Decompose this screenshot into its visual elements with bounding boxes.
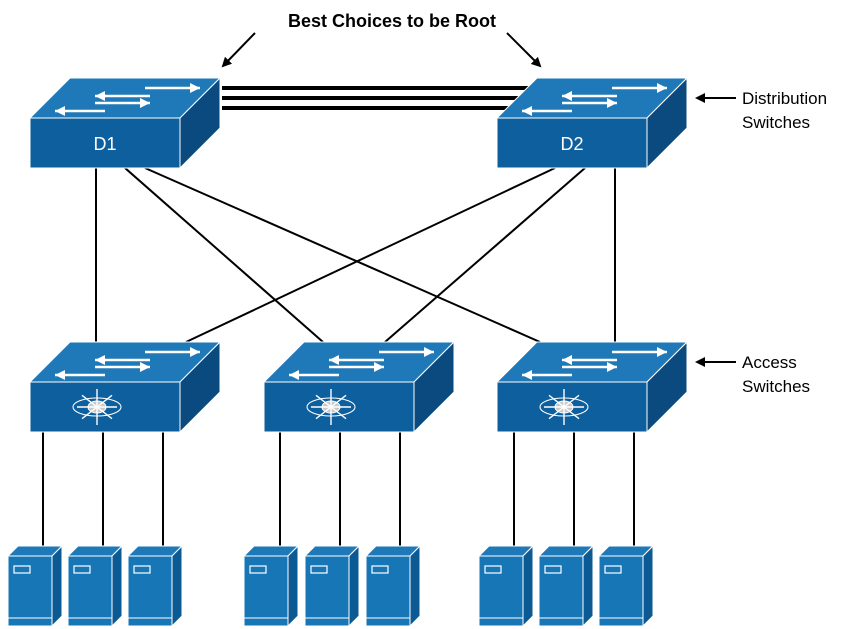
distribution-switch-d2[interactable]: D2	[495, 76, 689, 170]
switch-arrows-icon	[522, 83, 667, 116]
drive-bay-icon	[310, 565, 328, 574]
links-layer	[42, 86, 635, 554]
switch-label: D2	[560, 134, 583, 154]
drive-bay-icon	[371, 565, 389, 574]
server-3-2[interactable]	[537, 544, 595, 628]
layer3-route-icon	[539, 389, 589, 425]
switch-arrows-icon	[522, 347, 667, 380]
drive-bay-icon	[604, 565, 622, 574]
distribution-label-line1: Distribution	[742, 89, 827, 108]
access-layer-label: Access Switches	[742, 353, 810, 396]
switch-arrows-icon	[289, 347, 434, 380]
access-label-line1: Access	[742, 353, 797, 372]
server-2-2[interactable]	[303, 544, 361, 628]
access-switch-2[interactable]	[262, 340, 456, 434]
distribution-layer-label: Distribution Switches	[742, 89, 832, 132]
server-1-1[interactable]	[6, 544, 64, 628]
access-switch-1[interactable]	[28, 340, 222, 434]
drive-bay-icon	[484, 565, 502, 574]
server-2-1[interactable]	[242, 544, 300, 628]
link-d1-a2	[124, 167, 324, 343]
drive-bay-icon	[73, 565, 91, 574]
drive-bay-icon	[133, 565, 151, 574]
drive-bay-icon	[13, 565, 31, 574]
root-arrow-left	[221, 32, 256, 68]
title-label: Best Choices to be Root	[288, 11, 496, 31]
server-2-3[interactable]	[364, 544, 422, 628]
server-3-1[interactable]	[477, 544, 535, 628]
devices-layer: D1 D2	[6, 76, 689, 628]
drive-bay-icon	[249, 565, 267, 574]
server-1-3[interactable]	[126, 544, 184, 628]
distribution-label-line2: Switches	[742, 113, 810, 132]
switch-arrows-icon	[55, 347, 200, 380]
root-arrow-right	[506, 32, 542, 68]
switch-label: D1	[93, 134, 116, 154]
switch-arrows-icon	[55, 83, 200, 116]
link-d1-a3	[144, 167, 541, 343]
access-label-line2: Switches	[742, 377, 810, 396]
layer3-route-icon	[306, 389, 356, 425]
distribution-switch-d1[interactable]: D1	[28, 76, 222, 170]
drive-bay-icon	[544, 565, 562, 574]
access-switch-3[interactable]	[495, 340, 689, 434]
layer3-route-icon	[72, 389, 122, 425]
link-d2-a2	[384, 167, 586, 343]
server-3-3[interactable]	[597, 544, 655, 628]
server-1-2[interactable]	[66, 544, 124, 628]
link-d2-a1	[185, 167, 556, 343]
